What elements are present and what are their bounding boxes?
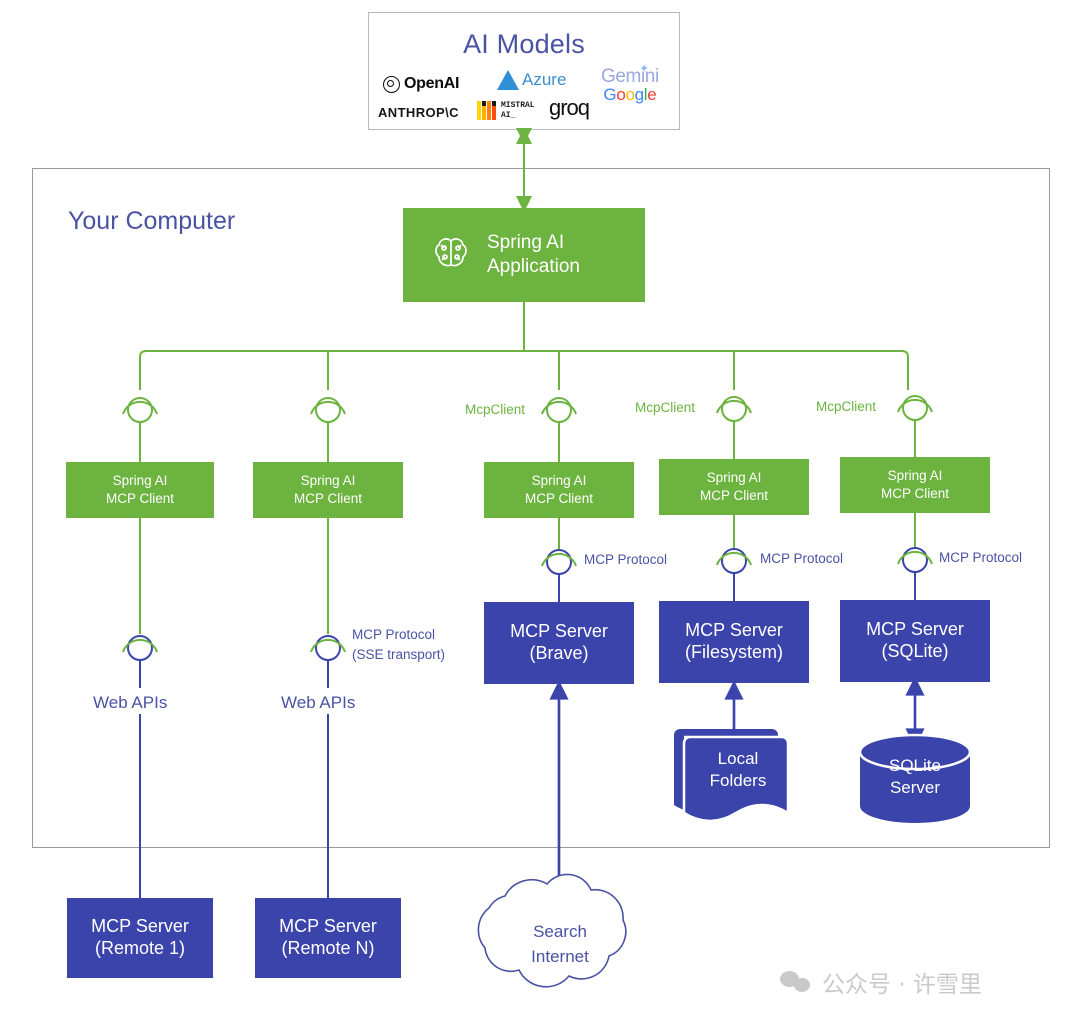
spring-ai-mcp-client-box-2[interactable]: Spring AI MCP Client (253, 462, 403, 518)
mcp-client-5-line2: MCP Client (880, 486, 950, 501)
spring-ai-mcp-client-box-3[interactable]: Spring AI MCP Client (484, 462, 634, 518)
mcp-client-3-line1: Spring AI (531, 472, 587, 488)
remote-1-line2: (Remote 1) (94, 938, 185, 958)
mcp-protocol-sse-label: MCP Protocol (SSE transport) (352, 625, 445, 666)
ai-models-title: AI Models (463, 29, 585, 59)
mcp-protocol-label-brave: MCP Protocol (584, 552, 668, 567)
search-internet-label: Search Internet (480, 920, 640, 969)
brave-line2: (Brave) (529, 643, 589, 663)
mcp-server-remote-n-box[interactable]: MCP Server (Remote N) (255, 898, 401, 978)
mcp-server-sqlite-box[interactable]: MCP Server (SQLite) (840, 600, 990, 682)
mcp-protocol-label-filesystem: MCP Protocol (760, 551, 844, 566)
mcp-client-2-line1: Spring AI (300, 472, 356, 488)
remote-1-line1: MCP Server (91, 916, 189, 937)
sse-label-line2: (SSE transport) (352, 647, 446, 663)
search-internet-line2: Internet (531, 946, 589, 966)
mistral-logo: MISTRAL AI_ (477, 101, 535, 120)
spring-ai-mcp-client-box-5[interactable]: Spring AI MCP Client (840, 457, 990, 513)
mcp-server-remote-n-label: MCP Server (Remote N) (279, 916, 377, 960)
local-folders-label: Local Folders (686, 748, 790, 792)
mcp-server-filesystem-box[interactable]: MCP Server (Filesystem) (659, 601, 809, 683)
your-computer-label: Your Computer (68, 207, 236, 235)
spring-ai-mcp-client-box-1[interactable]: Spring AI MCP Client (66, 462, 214, 518)
app-label-line2: Application (487, 256, 580, 277)
filesystem-line2: (Filesystem) (685, 642, 783, 662)
mcp-client-label-1: Spring AI MCP Client (106, 472, 174, 508)
mcp-client-4-line2: MCP Client (699, 488, 769, 503)
gemini-label: Gemini (601, 66, 659, 87)
azure-label: Azure (522, 70, 567, 89)
mcp-client-4-line1: Spring AI (706, 469, 762, 485)
anthropic-logo: ANTHROP\C (378, 105, 459, 120)
web-apis-label-2: Web APIs (281, 693, 356, 712)
openai-label: OpenAI (404, 75, 460, 92)
spring-ai-mcp-client-box-4[interactable]: Spring AI MCP Client (659, 459, 809, 515)
spring-ai-application-label: Spring AI Application (487, 231, 580, 280)
filesystem-line1: MCP Server (685, 620, 783, 641)
local-folders-line1: Local (717, 749, 759, 768)
google-label: Google (603, 85, 657, 104)
mcp-protocol-label-sqlite: MCP Protocol (939, 550, 1023, 565)
your-computer-container (32, 168, 1050, 848)
openai-logo: OpenAI (383, 75, 459, 93)
mcpclient-label-3: McpClient (465, 402, 526, 417)
mcp-server-brave-label: MCP Server (Brave) (510, 621, 608, 665)
local-folders-line2: Folders (709, 771, 767, 791)
search-internet-line1: Search (533, 922, 587, 941)
app-label-line1: Spring AI (487, 231, 565, 253)
sse-label-line1: MCP Protocol (352, 627, 436, 642)
anthropic-label: ANTHROP\C (378, 105, 459, 120)
mcp-server-remote-1-label: MCP Server (Remote 1) (91, 916, 189, 960)
sqlite-server-line1: SQLite (889, 756, 941, 775)
brave-line1: MCP Server (510, 621, 608, 642)
brain-leaf-icon (433, 236, 469, 275)
mcp-client-5-line1: Spring AI (887, 467, 943, 483)
mcp-server-sqlite-label: MCP Server (SQLite) (866, 619, 964, 663)
remote-n-line2: (Remote N) (281, 938, 375, 958)
watermark-text: 公众号 · 许雪里 (822, 972, 982, 998)
mcp-client-2-line2: MCP Client (293, 491, 363, 506)
mcp-server-remote-1-box[interactable]: MCP Server (Remote 1) (67, 898, 213, 978)
mcp-client-label-3: Spring AI MCP Client (525, 472, 593, 508)
gemini-logo: Gemini ✦ Google (601, 63, 659, 104)
sqlite-server-label: SQLite Server (860, 755, 970, 799)
mcp-client-label-4: Spring AI MCP Client (700, 469, 768, 505)
mistral-label-line2: AI_ (501, 110, 516, 120)
mcpclient-label-4: McpClient (635, 400, 696, 415)
sqlite-line1: MCP Server (866, 619, 964, 640)
mcpclient-label-5: McpClient (816, 399, 877, 414)
gemini-sparkle-icon: ✦ (639, 63, 649, 75)
groq-logo: groq (549, 95, 590, 121)
ai-models-panel: AI Models OpenAI Azure Gemini ✦ Google A… (368, 12, 680, 130)
mcp-client-1-line1: Spring AI (112, 472, 168, 488)
remote-n-line1: MCP Server (279, 916, 377, 937)
mcp-client-3-line2: MCP Client (524, 491, 594, 506)
azure-logo: Azure (497, 70, 566, 90)
web-apis-label-1: Web APIs (93, 693, 168, 712)
spring-ai-application-box[interactable]: Spring AI Application (403, 208, 645, 302)
mistral-label-line1: MISTRAL (501, 101, 535, 111)
sqlite-line2: (SQLite) (881, 641, 949, 661)
openai-icon (383, 75, 400, 93)
groq-label: groq (549, 95, 590, 120)
mcp-client-label-2: Spring AI MCP Client (294, 472, 362, 508)
mistral-icon (477, 101, 496, 120)
azure-icon (497, 70, 519, 90)
mcp-server-filesystem-label: MCP Server (Filesystem) (685, 620, 783, 664)
mistral-label: MISTRAL AI_ (501, 101, 535, 119)
mcp-server-brave-box[interactable]: MCP Server (Brave) (484, 602, 634, 684)
mcp-client-label-5: Spring AI MCP Client (881, 467, 949, 503)
wechat-icon (780, 971, 812, 993)
sqlite-server-line2: Server (889, 778, 941, 798)
watermark: 公众号 · 许雪里 (780, 965, 982, 999)
mcp-client-1-line2: MCP Client (105, 491, 175, 506)
